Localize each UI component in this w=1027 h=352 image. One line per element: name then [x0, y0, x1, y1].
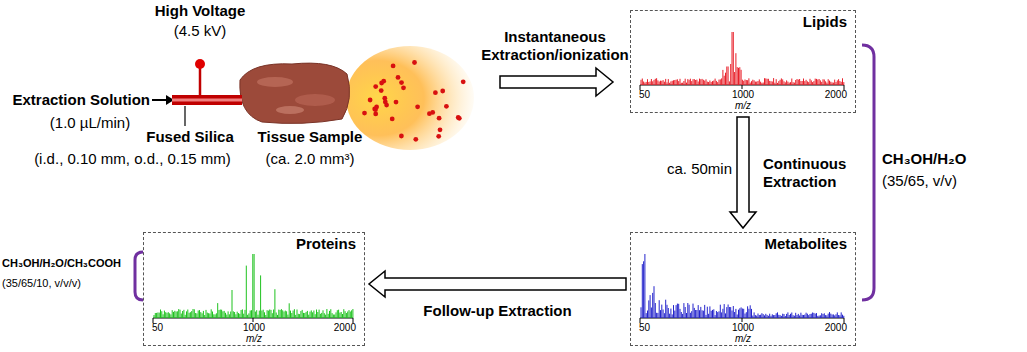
- spectrum-box: Metabolites 50 1000 2000 m/z: [630, 232, 856, 346]
- axis-tick: [741, 318, 742, 322]
- tissue-texture: [295, 94, 335, 106]
- axis-label: 50: [639, 89, 650, 100]
- axis-label: 2000: [334, 322, 356, 333]
- charged-droplet: [373, 112, 378, 117]
- charged-droplet: [440, 89, 445, 94]
- spectrum-peaks: [641, 254, 844, 318]
- charged-droplet: [436, 134, 441, 139]
- charged-droplet: [362, 111, 367, 116]
- charged-droplet: [396, 75, 401, 80]
- annotation-label: (ca. 2.0 mm³): [255, 150, 365, 168]
- axis-label: m/z: [735, 333, 751, 344]
- annotation-label: (i.d., 0.10 mm, o.d., 0.15 mm): [10, 150, 255, 168]
- axis-tick: [152, 318, 153, 323]
- axis-label: 1000: [243, 322, 265, 333]
- fused-silica-capillary: [172, 95, 242, 105]
- hv-contact: [195, 59, 205, 69]
- box-title: Lipids: [803, 13, 847, 30]
- edge-label: Continuous Extraction: [763, 155, 858, 191]
- solvent-bracket: [135, 252, 143, 300]
- charged-droplet: [412, 60, 417, 65]
- annotation-label: (1.0 µL/min): [30, 114, 150, 132]
- tissue-texture: [276, 106, 304, 114]
- axis-tick: [639, 85, 640, 90]
- charged-droplet: [373, 84, 378, 89]
- charged-droplet: [444, 104, 449, 109]
- spectrum-box: Lipids 50 1000 2000 m/z: [630, 10, 856, 113]
- spectrum-peaks: [641, 32, 844, 85]
- charged-droplet: [399, 80, 404, 85]
- annotation-label: CH₃OH/H₂O: [882, 150, 1022, 168]
- axis-label: 2000: [825, 89, 847, 100]
- charged-droplet: [391, 64, 396, 69]
- hv-electrode: [199, 66, 202, 95]
- annotation-label: Tissue Sample: [250, 128, 370, 146]
- edge-label: Follow-up Extraction: [423, 302, 571, 320]
- box-title: Proteins: [296, 235, 356, 252]
- axis-tick: [252, 318, 253, 322]
- charged-droplet: [390, 117, 395, 122]
- process-arrow: [730, 117, 756, 228]
- charged-droplet: [413, 137, 418, 142]
- solvent-bracket: [862, 45, 874, 300]
- charged-droplet: [394, 100, 399, 105]
- leader-line: [184, 106, 185, 126]
- axis-label: m/z: [246, 333, 262, 344]
- charged-droplet: [438, 127, 443, 132]
- charged-droplet: [457, 116, 462, 121]
- tissue-texture: [257, 77, 293, 87]
- charged-droplet: [379, 88, 384, 93]
- annotation-label: CH₃OH/H₂O/CH₃COOH: [2, 256, 133, 271]
- charged-droplet: [401, 85, 406, 90]
- annotation-label: Extraction Solution: [2, 91, 150, 109]
- box-title: Metabolites: [764, 235, 847, 252]
- annotation-label: Fused Silica: [140, 128, 240, 146]
- charged-droplet: [437, 116, 442, 121]
- spray-plume: [346, 46, 474, 150]
- feed-arrow: [152, 99, 166, 101]
- process-arrow: [369, 271, 626, 297]
- charged-droplet: [415, 104, 420, 109]
- capillary-bore: [172, 99, 242, 102]
- axis-tick: [843, 318, 844, 323]
- axis-tick: [843, 85, 844, 90]
- charged-droplet: [427, 111, 432, 116]
- annotation-label: (4.5 kV): [120, 22, 280, 40]
- annotation-label: High Voltage: [120, 2, 280, 20]
- axis-label: m/z: [735, 100, 751, 111]
- charged-droplet: [461, 79, 466, 84]
- axis-label: 1000: [732, 89, 754, 100]
- process-arrow: [500, 68, 613, 96]
- charged-droplet: [381, 79, 386, 84]
- annotation-label: (35/65, v/v): [882, 172, 1022, 190]
- annotation-label: ca. 50min: [648, 160, 732, 178]
- charged-droplet: [368, 98, 373, 103]
- annotation-label: Instantaneous Extraction/ionization: [475, 28, 635, 64]
- charged-droplet: [433, 90, 438, 95]
- axis-tick: [352, 318, 353, 323]
- spectrum-box: Proteins 50 1000 2000 m/z: [143, 232, 365, 346]
- tissue-sample: [240, 63, 350, 123]
- charged-droplet: [399, 134, 404, 139]
- charged-droplet: [374, 105, 379, 110]
- axis-tick: [741, 85, 742, 89]
- axis-label: 50: [152, 322, 163, 333]
- axis-tick: [639, 318, 640, 323]
- charged-droplet: [383, 100, 388, 105]
- axis-label: 2000: [825, 322, 847, 333]
- axis-label: 1000: [732, 322, 754, 333]
- spectrum-peaks: [154, 254, 353, 318]
- annotation-label: (35/65/10, v/v/v): [2, 276, 133, 291]
- axis-label: 50: [639, 322, 650, 333]
